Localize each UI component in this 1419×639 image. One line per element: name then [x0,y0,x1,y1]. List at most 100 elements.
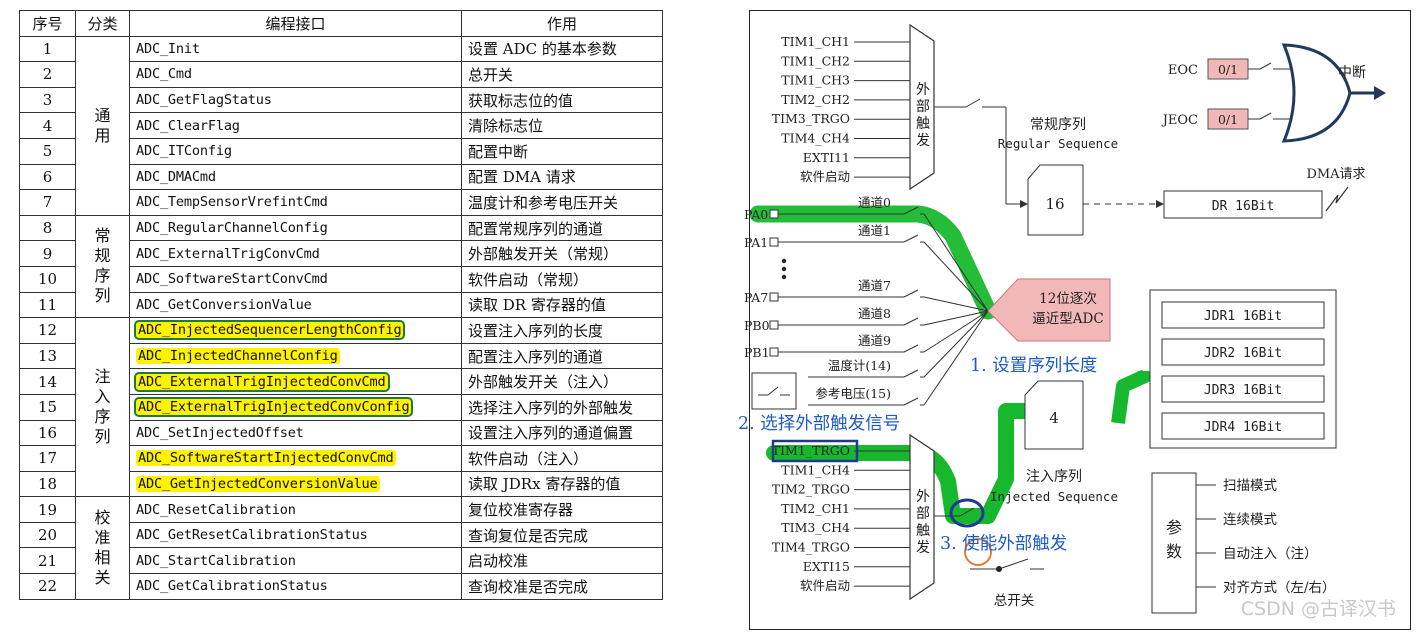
row-number: 17 [19,445,76,472]
injected-trigger-mux [909,433,935,601]
api-name: ADC_TempSensorVrefintCmd [136,194,328,211]
regular-trigger-mux [909,23,935,191]
api-name: ADC_ClearFlag [136,117,240,134]
jeoc-flag-value: 0/1 [1218,112,1238,127]
sensor-box [751,372,797,410]
jdr-label: JDR1 16Bit [1204,309,1282,324]
watermark: CSDN @古译汉书 [1240,598,1396,620]
injected-seq-subtitle: Injected Sequence [990,489,1118,504]
eoc-flag-value: 0/1 [1218,62,1238,77]
api-cell: ADC_SoftwareStartConvCmd [129,265,462,293]
adc-core-box [987,278,1111,342]
purpose-cell: 查询复位是否完成 [461,521,663,549]
category-cell: 通用 [75,35,130,216]
table-header-row: 序号 分类 编程接口 作用 [19,10,663,37]
api-cell: ADC_RegularChannelConfig [129,214,462,242]
api-name: ADC_SetInjectedOffset [136,424,304,441]
adc-label-1: 12位逐次 [1039,291,1097,307]
params-item: 扫描模式 [1223,478,1277,494]
injected-trigger-label: TIM2_CH1 [781,501,850,516]
injected-trigger-label: TIM3_CH4 [781,520,850,535]
jdr-group [1149,289,1337,449]
api-name: ADC_InjectedChannelConfig [136,348,340,365]
arrowhead [1156,200,1164,208]
row-number: 7 [19,189,76,216]
api-cell: ADC_InjectedSequencerLengthConfig [129,317,462,344]
dma-bolt-icon [1325,186,1349,212]
channel-label: 通道1 [858,223,891,238]
regular-seq-box [1027,164,1084,236]
ext-trigger-char: 触 [916,116,930,132]
ext-trigger-char: 外 [916,82,930,98]
channel-switch [903,234,919,243]
channel-switch [903,344,919,353]
api-name: ADC_InjectedSequencerLengthConfig [133,320,406,341]
ellipsis-dot [781,274,787,280]
jdr-register [1161,375,1325,403]
row-number: 11 [19,291,76,319]
row-number: 10 [19,265,76,293]
category-cell: 常规序列 [75,214,130,319]
regular-trigger-label: TIM2_CH2 [781,92,850,107]
category-cell: 校准相关 [75,496,130,600]
channel-switch [903,206,919,215]
api-cell: ADC_Init [129,35,462,63]
purpose-cell: 外部触发开关（常规） [461,240,663,267]
api-name: ADC_ITConfig [136,143,232,160]
row-number: 19 [19,496,76,523]
header-api: 编程接口 [129,10,462,37]
pin-square [769,292,779,302]
diagram-content: TIM1_CH1TIM1_CH2TIM1_CH3TIM2_CH2TIM3_TRG… [738,23,1386,614]
purpose-cell: 读取 DR 寄存器的值 [461,291,663,319]
api-name: ADC_RegularChannelConfig [136,220,328,237]
row-number: 9 [19,240,76,267]
row-number: 13 [19,342,76,370]
channel-to-adc [923,241,989,312]
channel-label: 温度计(14) [828,358,891,373]
params-item: 连续模式 [1223,512,1277,528]
injected-ext-trigger-char: 外 [916,489,930,505]
master-switch-blade [998,558,1029,570]
params-item: 对齐方式（左/右） [1223,580,1336,596]
regular-trigger-label: TIM1_CH1 [781,34,850,49]
injected-switch-blade [959,507,975,517]
purpose-cell: 配置注入序列的通道 [461,342,663,370]
regular-trigger-label: TIM4_CH4 [781,131,850,146]
pin-square [769,237,779,247]
injected-ext-trigger-char: 触 [916,523,930,539]
api-cell: ADC_ITConfig [129,137,462,165]
api-name: ADC_Init [136,40,200,57]
purpose-cell: 总开关 [461,61,663,88]
interrupt-arrowhead [1374,86,1386,100]
channel-to-adc [923,310,989,378]
pin-square [769,320,779,330]
jeoc-switch [1259,112,1272,120]
api-name: ADC_ExternalTrigInjectedConvConfig [133,397,414,418]
category-label: 校准相关 [94,507,111,587]
category-label: 通用 [94,105,111,145]
purpose-cell: 外部触发开关（注入） [461,368,663,395]
row-number: 12 [19,317,76,344]
regular-trigger-label: EXTI11 [803,150,850,165]
purpose-cell: 清除标志位 [461,112,663,139]
channel-to-adc [923,296,989,312]
channel-label: 通道8 [858,306,891,321]
channel-switch [903,317,919,326]
regular-seq-title: 常规序列 [1030,117,1086,133]
channel-label: 参考电压(15) [815,386,891,401]
api-cell: ADC_GetCalibrationStatus [129,573,462,600]
jdr-register [1161,301,1325,329]
ellipsis-dot [781,258,787,264]
api-name: ADC_SoftwareStartInjectedConvCmd [136,450,396,467]
pin-square [769,209,779,219]
jeoc-label: JEOC [1161,113,1198,128]
injected-trigger-label: TIM2_TRGO [772,482,850,497]
interrupt-label: 中断 [1338,65,1366,81]
api-cell: ADC_StartCalibration [129,547,462,575]
